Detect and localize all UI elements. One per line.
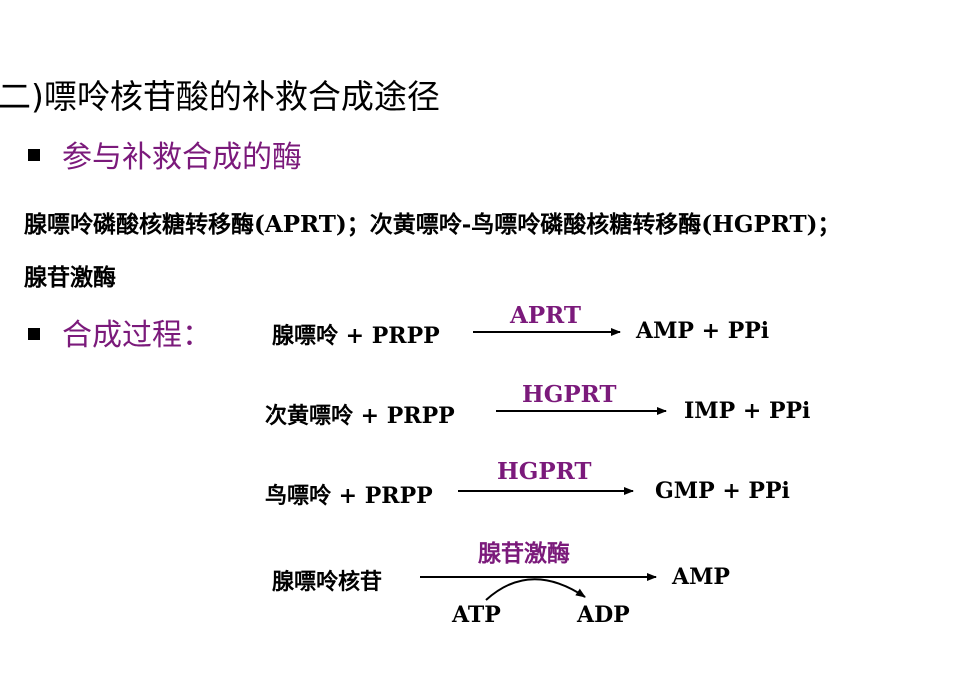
- reaction-4-product: AMP: [672, 564, 730, 590]
- reaction-2-enzyme: HGPRT: [522, 381, 617, 408]
- reaction-1-enzyme: APRT: [510, 302, 581, 329]
- reaction-3-substrate: 鸟嘌呤 + PRPP: [265, 483, 433, 509]
- enzyme-list-line2: 腺苷激酶: [24, 264, 116, 291]
- enzyme-list-line1: 腺嘌呤磷酸核糖转移酶(APRT)；次黄嘌呤-鸟嘌呤磷酸核糖转移酶(HGPRT)；: [24, 211, 841, 238]
- reaction-3-enzyme: HGPRT: [497, 458, 592, 485]
- bullet-square-icon: [28, 325, 40, 344]
- section-heading-process: 合成过程：: [62, 318, 212, 353]
- reaction-1-product: AMP + PPi: [636, 318, 770, 344]
- reaction-4-cofactor-in: ATP: [452, 602, 501, 628]
- reaction-4-cofactor-out: ADP: [577, 602, 630, 628]
- reaction-2-substrate: 次黄嘌呤 + PRPP: [265, 403, 455, 429]
- reaction-1-substrate: 腺嘌呤 + PRPP: [272, 323, 440, 349]
- cofactor-curved-arrow: [485, 578, 586, 601]
- section-heading-enzymes: 参与补救合成的酶: [62, 140, 302, 175]
- reaction-3-product: GMP + PPi: [655, 478, 790, 504]
- reaction-4-enzyme: 腺苷激酶: [478, 540, 570, 567]
- reaction-2-product: IMP + PPi: [684, 398, 811, 424]
- bullet-square-icon: [28, 146, 40, 165]
- page-title: 二)嘌呤核苷酸的补救合成途径: [0, 77, 440, 116]
- reaction-4-substrate: 腺嘌呤核苷: [272, 569, 383, 595]
